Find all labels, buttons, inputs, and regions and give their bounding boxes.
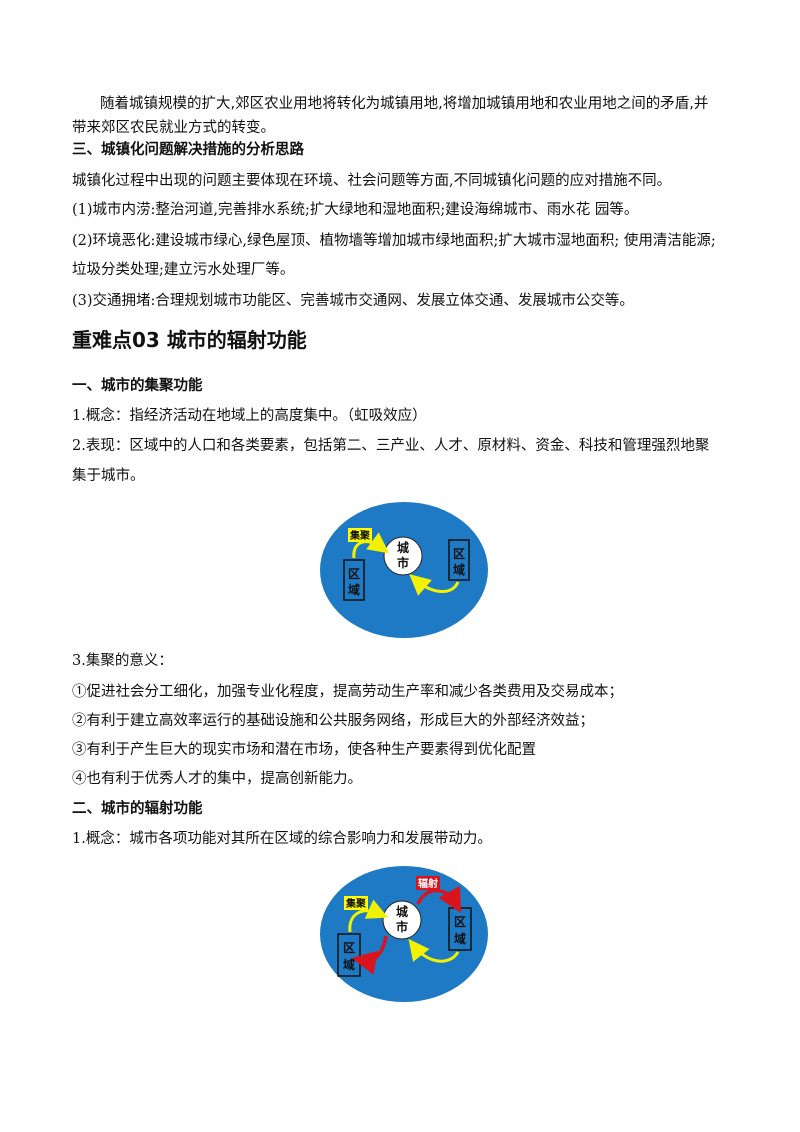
section-heading: 一、城市的集聚功能 [72, 378, 203, 394]
concept-text: 1.概念：指经济活动在地域上的高度集中。（虹吸效应） [72, 408, 427, 424]
section-heading: 二、城市的辐射功能 [72, 801, 203, 817]
city-label: 市 [396, 919, 408, 934]
radiation-arrow [416, 885, 462, 914]
region-label: 区 [348, 567, 360, 581]
radiation-label: 辐射 [418, 877, 438, 890]
performance-text: 2.表现：区域中的人口和各类要素，包括第二、三产业、人才、原材料、资金、科技和管… [72, 438, 710, 454]
list-item: (3)交通拥堵:合理规划城市功能区、完善城市交通网、发展立体交通、发展城市公交等… [72, 293, 634, 309]
region-label: 域 [453, 562, 465, 577]
paragraph-line: 随着城镇规模的扩大,郊区农业用地将转化为城镇用地,将增加城镇用地和农业用地之间的… [100, 96, 709, 112]
list-item: (1)城市内涝:整治河道,完善排水系统;扩大绿地和湿地面积;建设海绵城市、雨水花… [72, 202, 639, 218]
agglomeration-diagram: 城 市 区 域 区 域 集聚 [320, 502, 488, 638]
list-item: (2)环境恶化:建设城市绿心,绿色屋顶、植物墙等增加城市绿地面积;扩大城市湿地面… [72, 233, 716, 249]
city-label: 市 [397, 555, 409, 570]
region-label: 域 [348, 582, 360, 597]
region-label: 区 [453, 547, 465, 561]
significance-item: ④也有利于优秀人才的集中，提高创新能力。 [72, 771, 362, 787]
city-label: 城 [397, 540, 409, 555]
city-node [382, 900, 422, 940]
region-label: 区 [343, 941, 355, 955]
radiation-tag [416, 876, 440, 890]
region-box [448, 539, 470, 581]
agglomeration-arrow [409, 574, 460, 596]
concept-text: 1.概念：城市各项功能对其所在区域的综合影响力和发展带动力。 [72, 831, 492, 847]
region-label: 域 [343, 957, 355, 972]
significance-item: ①促进社会分工细化，加强专业化程度，提高劳动生产率和减少各类费用及交易成本； [72, 684, 623, 700]
agglomeration-arrow [408, 938, 460, 963]
section-heading: 三、城镇化问题解决措施的分析思路 [72, 142, 304, 158]
list-item: 垃圾分类处理;建立污水处理厂等。 [72, 262, 295, 278]
agglomeration-arrow [352, 532, 390, 559]
key-point-title: 重难点03 城市的辐射功能 [72, 328, 307, 352]
significance-item: ②有利于建立高效率运行的基础设施和公共服务网络，形成巨大的外部经济效益； [72, 713, 594, 729]
city-label: 城 [396, 904, 408, 919]
agglomeration-arrow [348, 899, 389, 933]
agglomeration-label: 集聚 [349, 529, 371, 542]
region-label: 域 [454, 931, 466, 946]
performance-text: 集于城市。 [72, 468, 145, 484]
region-label: 区 [454, 915, 466, 929]
radiation-arrow [351, 935, 388, 975]
paragraph-line: 带来郊区农民就业方式的转变。 [72, 120, 275, 136]
significance-heading: 3.集聚的意义： [72, 653, 173, 669]
radiation-diagram: 城 市 区 域 区 域 集聚 辐射 [320, 866, 488, 1002]
region-box [343, 559, 365, 601]
agglomeration-label: 集聚 [345, 897, 367, 910]
agglomeration-tag [344, 896, 368, 910]
agglomeration-tag [348, 528, 372, 542]
section-intro: 城镇化过程中出现的问题主要体现在环境、社会问题等方面,不同城镇化问题的应对措施不… [72, 173, 672, 189]
significance-item: ③有利于产生巨大的现实市场和潜在市场，使各种生产要素得到优化配置 [72, 742, 536, 758]
city-node [383, 536, 423, 576]
